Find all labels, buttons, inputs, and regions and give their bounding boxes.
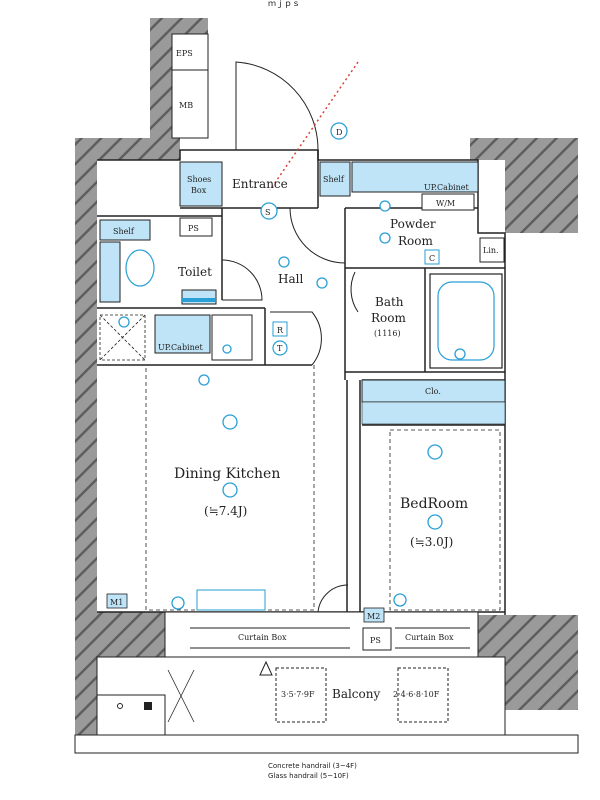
dining-kitchen-size: (≒7.4J): [204, 504, 247, 518]
ps-top-box: [179, 217, 213, 237]
electrical-symbols: [118, 122, 466, 610]
symbol-s: S: [265, 208, 270, 217]
symbol-c: C: [429, 254, 435, 263]
balcony-label: Balcony: [332, 687, 380, 701]
exterior-walls: [74, 18, 579, 754]
shoes-box: [179, 161, 223, 207]
balcony: [96, 611, 506, 736]
lin-label: Lin.: [483, 246, 499, 255]
toilet-shelf: [99, 219, 151, 241]
bedroom-size: (≒3.0J): [410, 535, 453, 549]
kitchen-sink: [154, 314, 211, 354]
washing-machine-box: [421, 193, 475, 211]
bath-room-label-3: (1116): [374, 329, 401, 338]
vanity-cabinet: [351, 161, 479, 193]
stove: [211, 314, 253, 361]
doors: [221, 61, 359, 613]
m2-label: M2: [367, 612, 380, 621]
entry-shelf-label: Shelf: [323, 175, 345, 184]
curtain-box-right-label: Curtain Box: [405, 633, 454, 642]
entry-shelf: [319, 161, 351, 197]
toilet-bowl: [125, 249, 155, 287]
toilet-shelf-label: Shelf: [113, 227, 135, 236]
fridge-space: [99, 314, 146, 361]
symbol-t: T: [277, 344, 283, 353]
ps-top-label: PS: [188, 224, 199, 233]
bath-room-label-1: Bath: [375, 295, 404, 309]
shaft: EPS MB: [171, 33, 209, 139]
balcony-floors-right: 2·4·6·8·10F: [393, 690, 440, 699]
m2-box: [363, 607, 385, 623]
closet-rail: [361, 401, 506, 425]
bathtub: [429, 273, 503, 369]
handrail-note-1: Concrete handrail (3~4F): [268, 762, 357, 770]
powder-room-label-2: Room: [398, 234, 433, 248]
bath-room-label-2: Room: [371, 311, 406, 325]
entrance-label: Entrance: [232, 177, 288, 191]
up-cabinet-top-label: UP.Cabinet: [424, 183, 470, 192]
ps-bottom-label: PS: [370, 636, 381, 645]
symbol-d: D: [336, 128, 342, 137]
room-labels: Shoes Box Entrance Shelf UP.Cabinet W/M …: [106, 175, 505, 701]
dk-window-unit: [196, 589, 266, 611]
balcony-floors-left: 3·5·7·9F: [281, 690, 315, 699]
entry-path-line: [269, 61, 359, 191]
wm-label: W/M: [436, 199, 455, 208]
shoes-box-label-2: Box: [191, 186, 207, 195]
curtain-box-left-label: Curtain Box: [238, 633, 287, 642]
linen-box: [479, 237, 505, 263]
top-note: ｍｊｐｓ: [268, 0, 300, 8]
bedroom-label: BedRoom: [400, 496, 468, 512]
shoes-box-label-1: Shoes: [187, 175, 211, 184]
hall-label: Hall: [278, 272, 303, 286]
dining-kitchen-label: Dining Kitchen: [174, 466, 280, 482]
mb-label: MB: [179, 101, 193, 110]
m1-box: [106, 593, 128, 609]
eps-label: EPS: [176, 49, 193, 58]
bedroom-dashed-outline: [389, 429, 501, 611]
toilet-tank-cabinet: [99, 241, 121, 303]
symbol-r: R: [277, 326, 284, 335]
m1-label: M1: [110, 598, 123, 607]
handrail-note-2: Glass handrail (5~10F): [268, 772, 349, 780]
powder-room-label-1: Powder: [390, 217, 436, 231]
toilet-label: Toilet: [178, 265, 212, 279]
up-cabinet-kitchen-label: UP.Cabinet: [158, 343, 204, 352]
clo-label: Clo.: [425, 387, 441, 396]
